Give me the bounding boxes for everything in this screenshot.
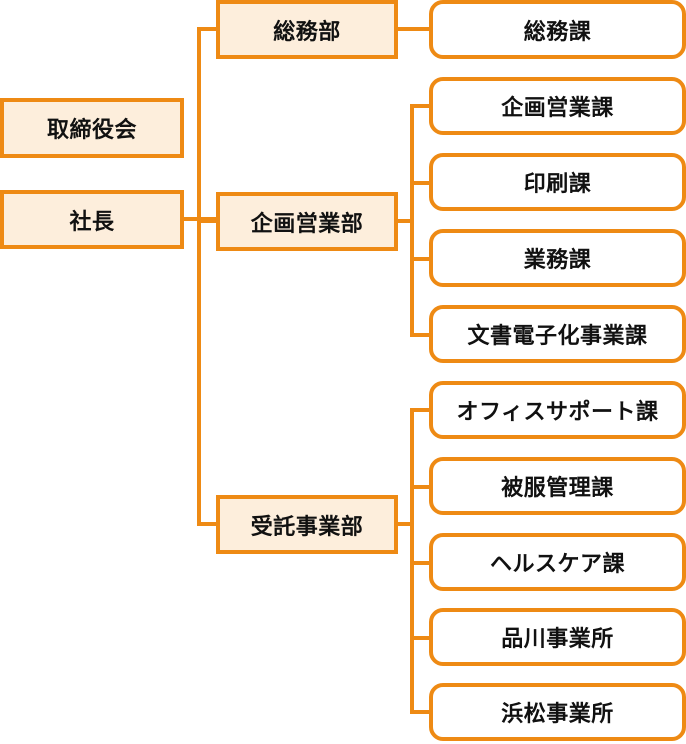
connector-jutaku-s4 [410,636,432,640]
connector-trunk-kikaku [197,219,218,223]
section-box: 印刷課 [429,153,686,211]
connector-kikaku-s1 [410,104,432,108]
section-box: 企画営業課 [429,77,686,135]
board-of-directors-box: 取締役会 [0,98,184,158]
president-box: 社長 [0,190,184,249]
connector-kikaku-branch [396,219,414,223]
section-box: 業務課 [429,229,686,287]
section-box: 品川事業所 [429,608,686,666]
connector-kikaku-s3 [410,257,432,261]
section-box: オフィスサポート課 [429,381,686,439]
section-box: 文書電子化事業課 [429,305,686,363]
connector-trunk-jutaku [197,522,218,526]
department-box-jutaku: 受託事業部 [216,495,398,554]
department-box-somu: 総務部 [216,0,398,59]
trunk-vertical [197,27,201,526]
section-box: 総務課 [429,0,686,59]
branch-kikaku-vertical [410,104,414,337]
connector-somu-section [396,27,432,31]
connector-kikaku-s4 [410,333,432,337]
section-box: 被服管理課 [429,457,686,515]
department-box-kikaku: 企画営業部 [216,192,398,251]
connector-jutaku-s1 [410,408,432,412]
connector-jutaku-s3 [410,561,432,565]
connector-kikaku-s2 [410,181,432,185]
connector-jutaku-branch [396,522,414,526]
connector-jutaku-s2 [410,485,432,489]
section-box: ヘルスケア課 [429,533,686,591]
connector-jutaku-s5 [410,710,432,714]
section-box: 浜松事業所 [429,683,686,741]
connector-trunk-somu [197,27,218,31]
